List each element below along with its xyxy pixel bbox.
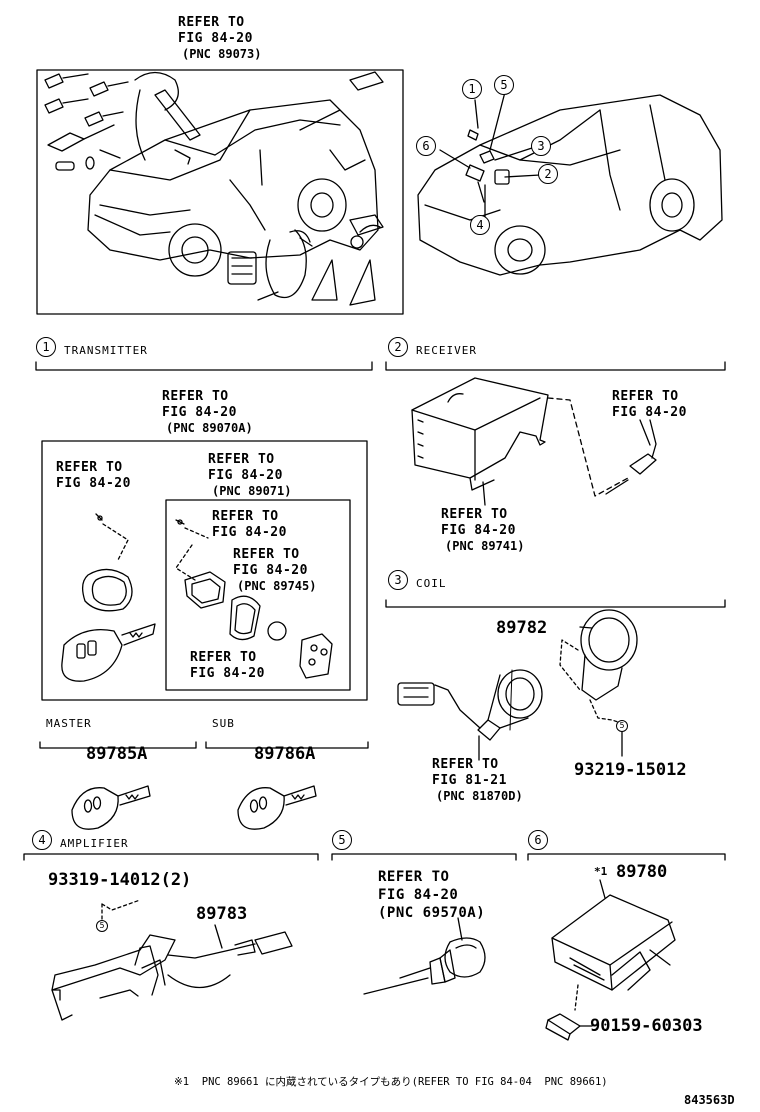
coil-refer-line-2: FIG 81-21	[432, 773, 507, 788]
section-header-rules	[23, 361, 726, 861]
coil-refer-line-1: REFER TO	[432, 757, 499, 772]
amplifier-drawing	[51, 899, 293, 1021]
module-drawing	[545, 879, 676, 1041]
transmitter-inner2-refer-line-2: FIG 84-20	[212, 525, 287, 540]
section-3-number: 3	[388, 570, 408, 590]
transmitter-refer-line-1: REFER TO	[162, 389, 229, 404]
sub-key-drawing	[237, 785, 317, 830]
receiver-right-refer-line-1: REFER TO	[612, 389, 679, 404]
sensor-refer-line-2: FIG 84-20	[378, 887, 459, 903]
sensor-refer-line-3: (PNC 69570A)	[378, 905, 486, 921]
transmitter-inner4-refer-line-1: REFER TO	[190, 650, 257, 665]
receiver-right-refer-line-2: FIG 84-20	[612, 405, 687, 420]
sub-key-part-number: 89786A	[254, 744, 316, 764]
section-1-number: 1	[36, 337, 56, 357]
overview-frame	[36, 69, 404, 315]
receiver-bottom-refer-line-1: REFER TO	[441, 507, 508, 522]
transmitter-inner-refer-line-1: REFER TO	[208, 452, 275, 467]
overview-callout-leaders	[439, 91, 541, 223]
overview-callout-2: 2	[538, 164, 558, 184]
transmitter-inner3-refer-line-2: FIG 84-20	[233, 563, 308, 578]
transmitter-inner4-refer-line-2: FIG 84-20	[190, 666, 265, 681]
transmitter-inner-frame	[165, 499, 351, 691]
coil-refer-line-3: (PNC 81870D)	[436, 789, 523, 803]
coil-drawing	[397, 609, 638, 761]
master-key-drawing	[71, 785, 151, 830]
module-screw-part-number: 90159-60303	[590, 1016, 703, 1036]
amplifier-screw-part-number: 93319-14012(2)	[48, 870, 192, 890]
sensor-refer-line-1: REFER TO	[378, 869, 450, 885]
section-3-title: COIL	[416, 577, 447, 590]
transmitter-refer-line-3: (PNC 89070A)	[166, 421, 253, 435]
section-4-number: 4	[32, 830, 52, 850]
transmitter-refer-line-2: FIG 84-20	[162, 405, 237, 420]
module-part-number: 89780	[616, 862, 668, 882]
receiver-bottom-refer-line-2: FIG 84-20	[441, 523, 516, 538]
coil-screw-callout: 5	[616, 720, 628, 732]
transmitter-parts	[61, 513, 333, 682]
overview-refer-line-2: FIG 84-20	[178, 31, 253, 46]
footnote: ※1 PNC 89661 に内蔵されているタイプもあり(REFER TO FIG…	[174, 1076, 608, 1088]
amplifier-part-number: 89783	[196, 904, 248, 924]
section-5-number: 5	[332, 830, 352, 850]
overview-callout-4: 4	[470, 215, 490, 235]
coil-screw-part-number: 93219-15012	[574, 760, 687, 780]
transmitter-inner3-refer-line-1: REFER TO	[233, 547, 300, 562]
overview-lower-parts	[227, 214, 384, 306]
transmitter-frame	[41, 440, 368, 701]
section-1-title: TRANSMITTER	[64, 344, 148, 357]
section-2-number: 2	[388, 337, 408, 357]
transmitter-left-refer-line-2: FIG 84-20	[56, 476, 131, 491]
receiver-drawing	[411, 377, 657, 506]
sub-key-label: SUB	[212, 717, 235, 730]
diagram-id: 843563D	[684, 1093, 735, 1107]
overview-callout-3: 3	[531, 136, 551, 156]
receiver-bottom-refer-line-3: (PNC 89741)	[445, 539, 525, 553]
vehicle-overview-right	[417, 94, 723, 276]
transmitter-inner-refer-line-3: (PNC 89071)	[212, 484, 292, 498]
master-key-label: MASTER	[46, 717, 92, 730]
overview-callout-6: 6	[416, 136, 436, 156]
section-4-title: AMPLIFIER	[60, 837, 129, 850]
module-note-mark: *1	[594, 865, 608, 878]
overview-refer-line-3: (PNC 89073)	[182, 47, 262, 61]
sensor-drawing	[363, 917, 486, 995]
transmitter-inner-refer-line-2: FIG 84-20	[208, 468, 283, 483]
section-6-number: 6	[528, 830, 548, 850]
transmitter-left-refer-line-1: REFER TO	[56, 460, 123, 475]
section-2-title: RECEIVER	[416, 344, 477, 357]
overview-callout-1: 1	[462, 79, 482, 99]
amplifier-screw-callout: 5	[96, 920, 108, 932]
transmitter-inner3-refer-line-3: (PNC 89745)	[237, 579, 317, 593]
master-key-part-number: 89785A	[86, 744, 148, 764]
overview-callout-5: 5	[494, 75, 514, 95]
transmitter-inner2-refer-line-1: REFER TO	[212, 509, 279, 524]
overview-refer-line-1: REFER TO	[178, 15, 245, 30]
overview-keys	[44, 71, 384, 171]
coil-part-number: 89782	[496, 618, 548, 638]
vehicle-overview-left	[87, 99, 379, 277]
